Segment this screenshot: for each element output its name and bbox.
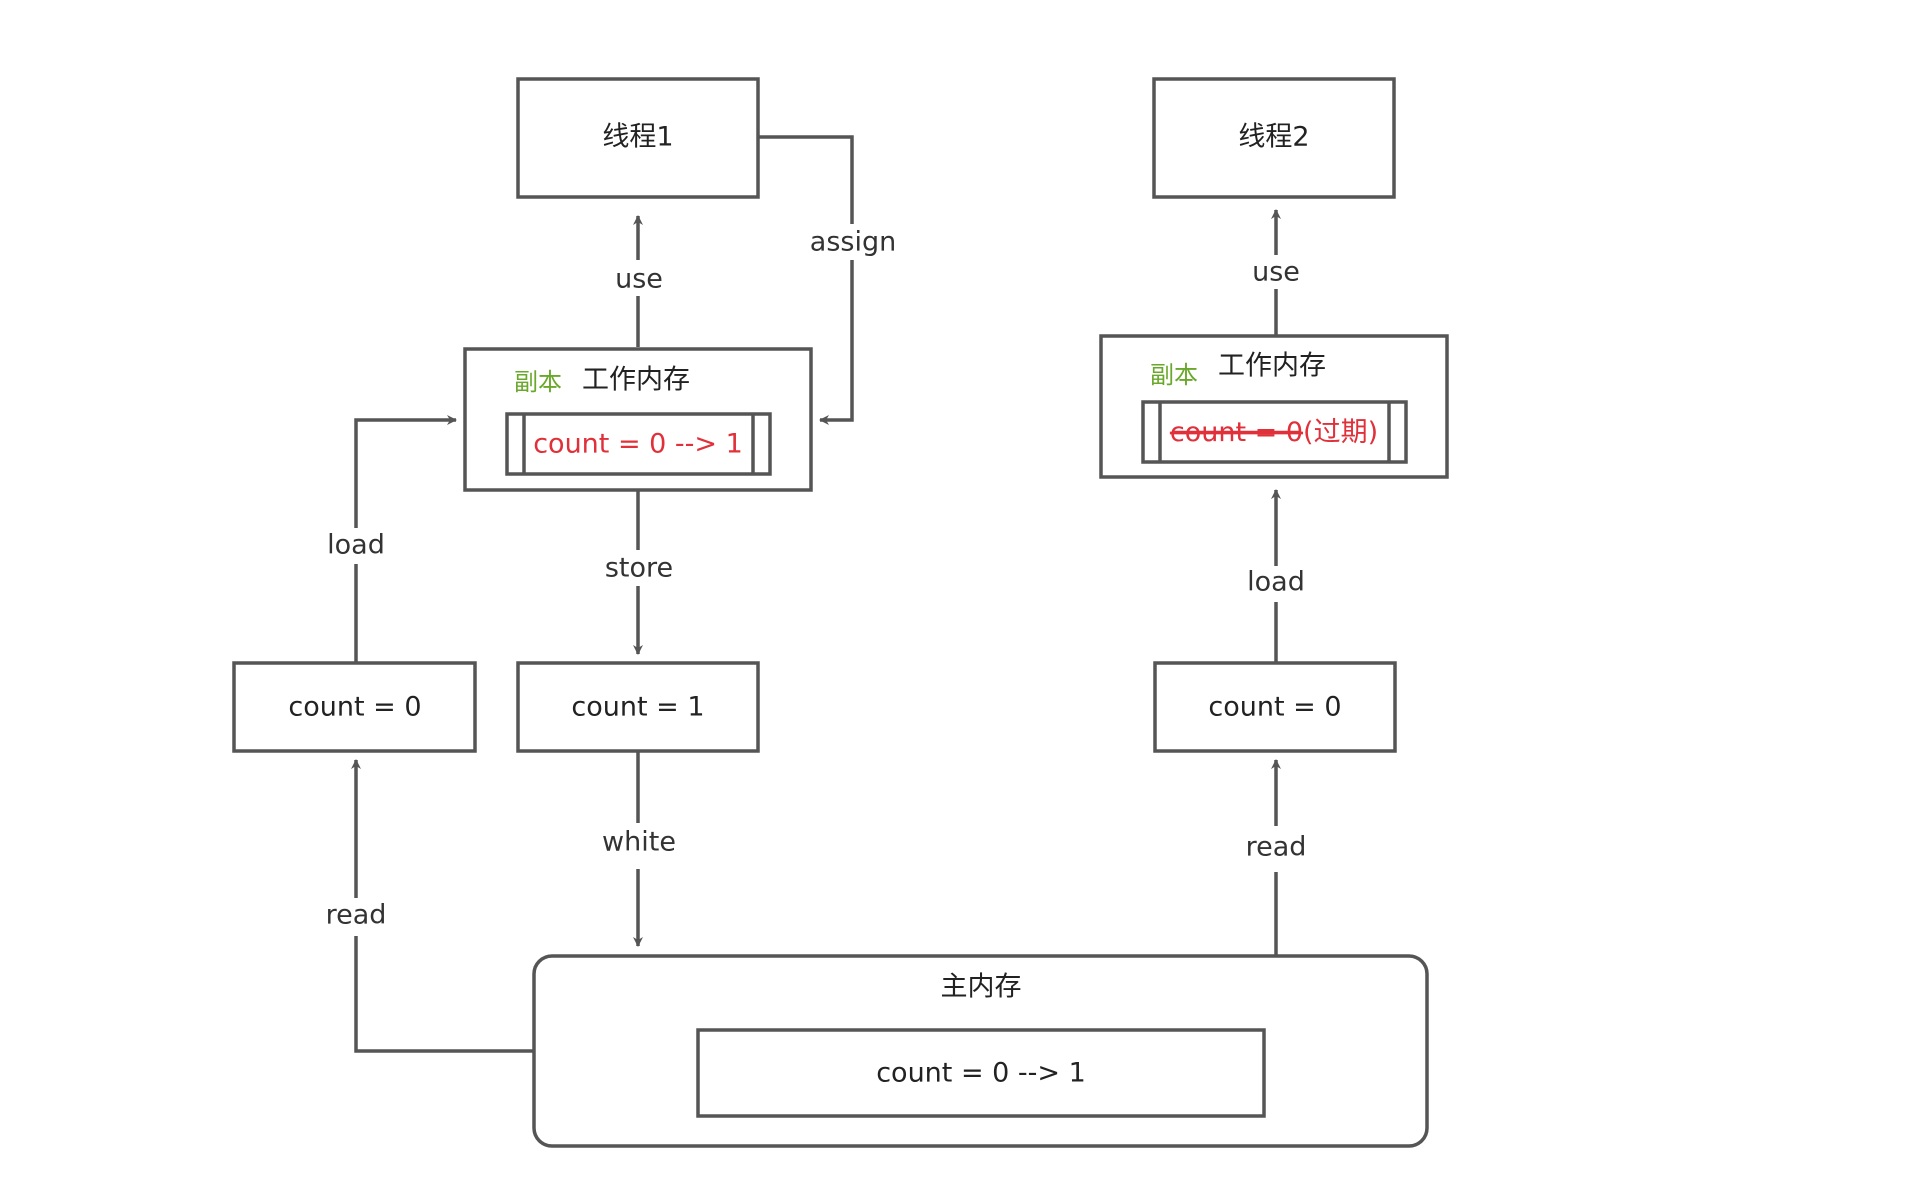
label-load-2: load <box>1242 566 1310 602</box>
working-memory-2-title: 工作内存 <box>1218 351 1326 382</box>
label-use-2-text: use <box>1252 257 1300 288</box>
label-load-1-text: load <box>327 530 385 561</box>
label-read-2: read <box>1240 826 1312 872</box>
label-write-1-text: white <box>602 827 676 858</box>
thread-1-label: 线程1 <box>602 122 673 153</box>
buffer-left-read: count = 0 <box>232 661 477 753</box>
buffer-left-store: count = 1 <box>516 661 760 753</box>
copy-tag-2: 副本 <box>1150 361 1198 389</box>
label-read-1: read <box>320 898 392 936</box>
label-use-1: use <box>608 260 670 296</box>
stale-suffix: (过期) <box>1303 417 1378 448</box>
buffer-right-read: count = 0 <box>1153 661 1397 753</box>
main-memory-title: 主内存 <box>941 972 1022 1003</box>
edge-assign-1 <box>756 135 854 425</box>
thread-2-label: 线程2 <box>1238 122 1309 153</box>
working-memory-1-value: count = 0 --> 1 <box>533 429 743 460</box>
main-memory-variable-box <box>696 1028 1266 1118</box>
copy-tag-1: 副本 <box>514 368 562 396</box>
edge-read-1 <box>351 759 534 1053</box>
main-memory-value: count = 0 --> 1 <box>876 1058 1086 1089</box>
label-use-1-text: use <box>615 264 663 295</box>
label-store-1: store <box>600 550 678 586</box>
edge-load-1 <box>354 415 457 662</box>
label-read-2-text: read <box>1246 832 1307 863</box>
main-memory: 主内存 count = 0 --> 1 <box>532 954 1429 1148</box>
label-load-1: load <box>322 528 390 564</box>
working-memory-1-variable-box <box>505 412 772 476</box>
working-memory-1: 副本 工作内存 count = 0 --> 1 <box>463 347 813 492</box>
label-store-1-text: store <box>605 553 673 584</box>
label-read-1-text: read <box>326 900 387 931</box>
label-assign-1: assign <box>808 224 898 260</box>
buffer-left-read-label: count = 0 <box>288 692 421 723</box>
thread-2-node: 线程2 <box>1152 77 1396 199</box>
working-memory-1-title: 工作内存 <box>582 365 690 396</box>
label-assign-1-text: assign <box>810 227 896 258</box>
label-write-1: white <box>598 823 680 869</box>
label-load-2-text: load <box>1247 567 1305 598</box>
buffer-left-store-label: count = 1 <box>571 692 704 723</box>
label-use-2: use <box>1244 255 1308 289</box>
thread-1-node: 线程1 <box>516 77 760 199</box>
working-memory-2: 副本 工作内存 count = 0(过期) <box>1099 334 1449 479</box>
buffer-right-read-label: count = 0 <box>1208 692 1341 723</box>
